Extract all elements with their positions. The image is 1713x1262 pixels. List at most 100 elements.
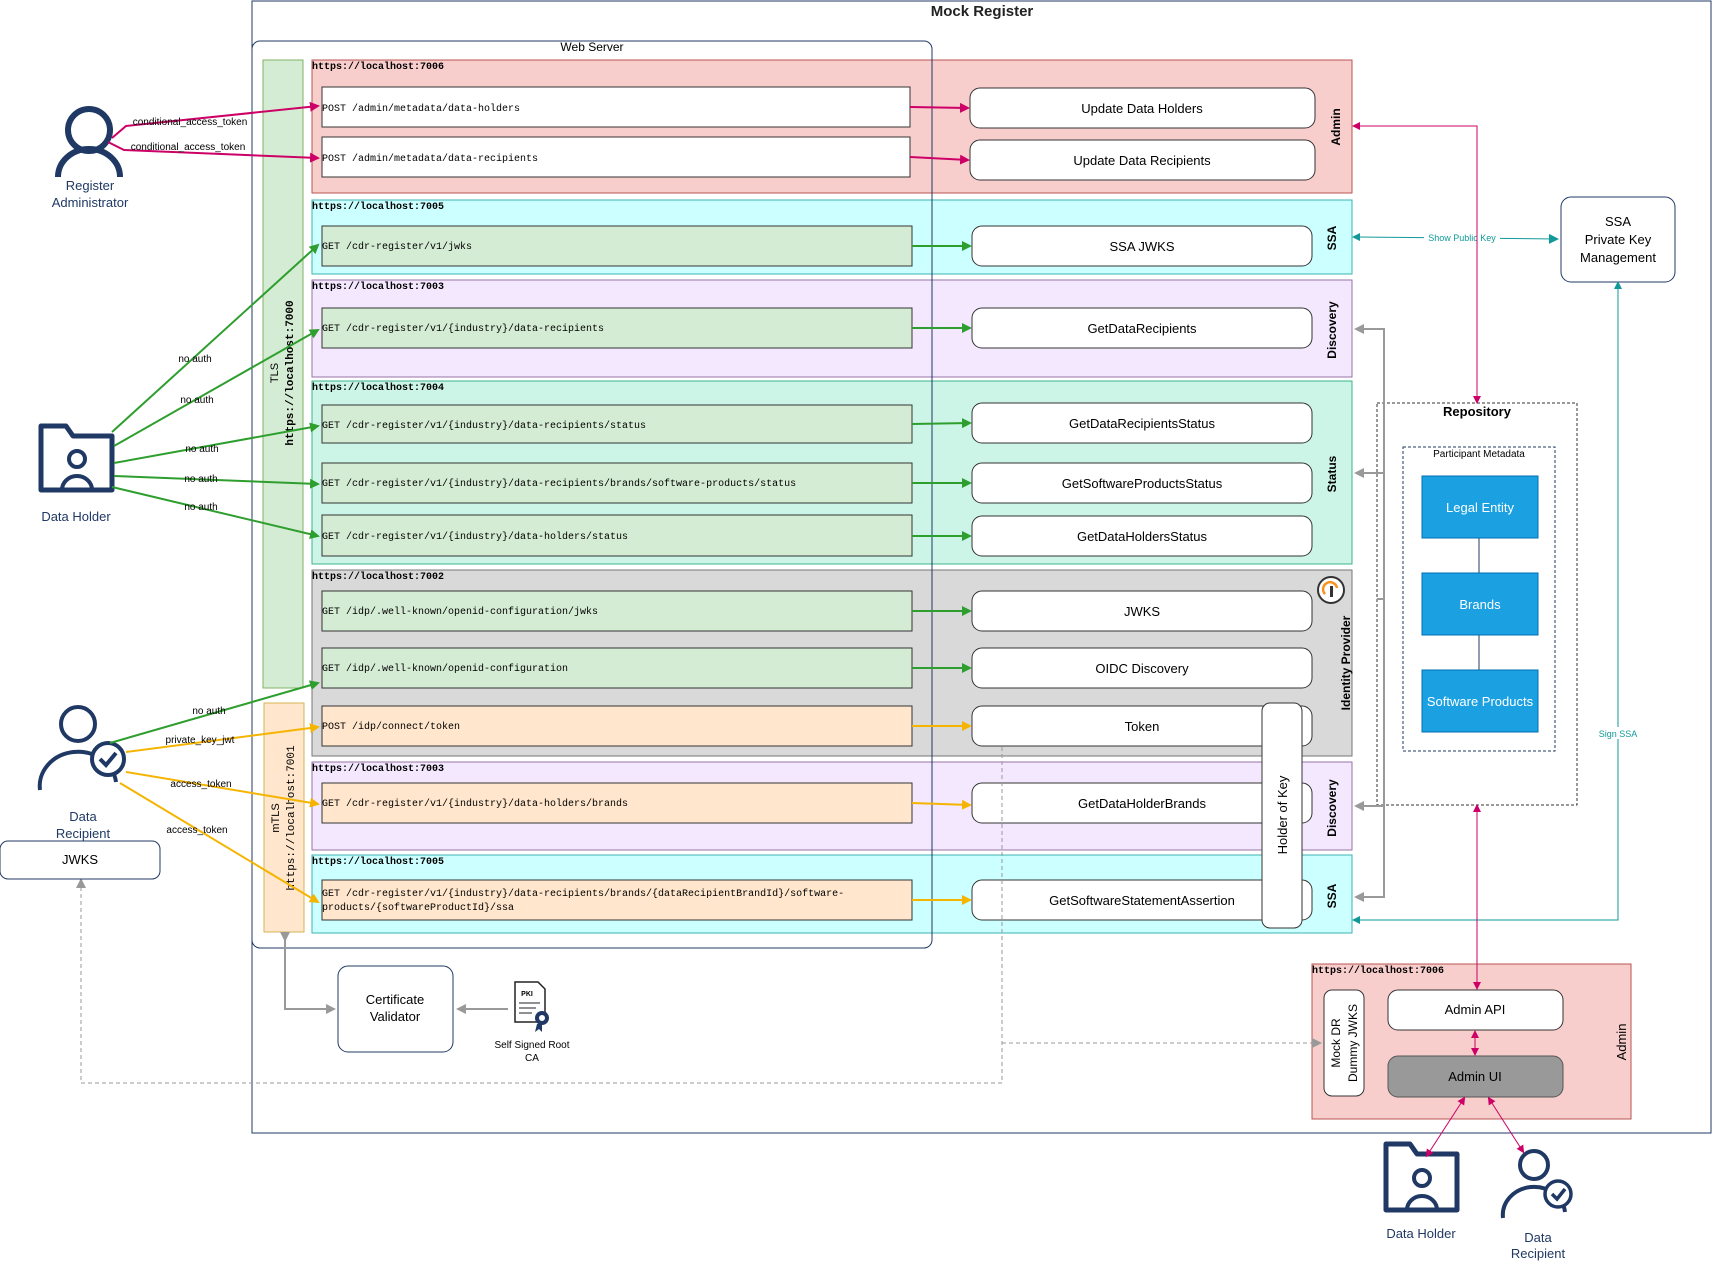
web-server-box: [251, 40, 933, 949]
tls-host: https://localhost:7000: [285, 300, 297, 445]
endpoint-path: GET /idp/.well-known/openid-configuratio…: [322, 606, 598, 618]
repository-title: Repository: [1443, 404, 1512, 419]
endpoint-path: GET /cdr-register/v1/{industry}/data-rec…: [322, 478, 796, 490]
endpoint-path: GET /cdr-register/v1/{industry}/data-rec…: [322, 323, 604, 335]
section-host: https://localhost:7003: [312, 763, 444, 775]
endpoint-path: GET /cdr-register/v1/jwks: [322, 241, 472, 253]
endpoints: POST /admin/metadata/data-holders POST /…: [321, 86, 913, 921]
endpoint-path-continued: products/{softwareProductId}/ssa: [322, 902, 514, 914]
mock-dr-label: Mock DR: [1329, 1018, 1343, 1068]
edge-label-no-auth: no auth: [185, 444, 218, 455]
mock-dr-dummy-jwks[interactable]: Mock DR Dummy JWKS: [1323, 989, 1365, 1097]
data-recipient-line-2: Recipient: [56, 826, 111, 841]
pki-certificate-icon: PKI: [514, 981, 549, 1032]
dummy-jwks-label: Dummy JWKS: [1346, 1004, 1360, 1082]
service-box[interactable]: GetSoftwareStatementAssertion: [971, 879, 1313, 921]
entity-legal-entity[interactable]: Legal Entity: [1421, 475, 1539, 539]
bottom-data-recipient-line-1: Data: [1524, 1230, 1552, 1245]
cert-validator-line-2: Validator: [370, 1009, 421, 1024]
holder-of-key-label: Holder of Key: [1275, 775, 1290, 854]
endpoint-row[interactable]: GET /cdr-register/v1/{industry}/data-rec…: [321, 307, 913, 349]
service-label: GetDataHolderBrands: [1078, 796, 1206, 811]
service-box[interactable]: OIDC Discovery: [971, 647, 1313, 689]
edge-label-at: access_token: [170, 779, 231, 790]
endpoint-path: GET /cdr-register/v1/{industry}/data-rec…: [322, 888, 844, 900]
service-box[interactable]: GetSoftwareProductsStatus: [971, 462, 1313, 504]
endpoint-row[interactable]: POST /idp/connect/token: [321, 705, 913, 747]
data-recipient-line-1: Data: [69, 809, 97, 824]
certificate-validator[interactable]: Certificate Validator: [337, 965, 454, 1053]
section-label-status: Status: [1325, 455, 1339, 492]
data-holder-edges: [111, 243, 320, 540]
endpoint-row[interactable]: GET /idp/.well-known/openid-configuratio…: [321, 647, 913, 689]
edge-label-cat: conditional_access_token: [131, 142, 246, 153]
service-box[interactable]: JWKS: [971, 590, 1313, 632]
register-admin-line-2: Administrator: [52, 195, 129, 210]
entity-software-products[interactable]: Software Products: [1421, 669, 1539, 733]
service-label: Token: [1125, 719, 1160, 734]
service-box[interactable]: GetDataRecipientsStatus: [971, 402, 1313, 444]
entity-label: Brands: [1459, 597, 1501, 612]
endpoint-row[interactable]: GET /cdr-register/v1/{industry}/data-rec…: [321, 462, 913, 504]
service-box[interactable]: GetDataHoldersStatus: [971, 515, 1313, 557]
endpoint-row[interactable]: POST /admin/metadata/data-holders: [321, 86, 911, 128]
admin-block: https://localhost:7006 Admin Admin API A…: [1311, 963, 1632, 1120]
endpoint-path: GET /cdr-register/v1/{industry}/data-hol…: [322, 531, 628, 543]
mtls-host: https://localhost:7001: [286, 745, 298, 891]
tls-bar: [262, 59, 304, 689]
entity-brands[interactable]: Brands: [1421, 572, 1539, 636]
bottom-data-recipient-icon: [1500, 1149, 1573, 1219]
service-box[interactable]: Token: [971, 705, 1313, 747]
section-host: https://localhost:7004: [312, 382, 444, 394]
data-recipient-icon: [37, 705, 126, 791]
admin-repository-link: [1352, 122, 1481, 404]
service-label: GetDataRecipientsStatus: [1069, 416, 1215, 431]
ssa-key-line-1: SSA: [1605, 214, 1631, 229]
sign-ssa-label: Sign SSA: [1599, 729, 1638, 739]
service-label: GetDataRecipients: [1087, 321, 1197, 336]
endpoint-row[interactable]: GET /cdr-register/v1/jwks: [321, 225, 913, 267]
adminui-holder-link: [1425, 1096, 1466, 1158]
register-administrator-icon: [55, 106, 123, 178]
jwks-box[interactable]: JWKS: [0, 840, 161, 880]
register-admin-line-1: Register: [66, 178, 115, 193]
show-public-key-label: Show Public Key: [1428, 233, 1496, 243]
endpoint-row[interactable]: GET /cdr-register/v1/{industry}/data-rec…: [321, 404, 913, 444]
endpoint-row[interactable]: POST /admin/metadata/data-recipients: [321, 136, 911, 178]
web-server-label: Web Server: [560, 40, 623, 54]
service-label: Update Data Holders: [1081, 101, 1203, 116]
endpoint-path: POST /admin/metadata/data-recipients: [322, 153, 538, 165]
edge-label-at: access_token: [166, 825, 227, 836]
cert-validator-line-1: Certificate: [366, 992, 425, 1007]
admin-api-box[interactable]: Admin API: [1387, 989, 1564, 1031]
service-box[interactable]: Update Data Holders: [969, 87, 1316, 129]
data-holder-icon: [38, 423, 115, 493]
service-box[interactable]: GetDataHolderBrands: [971, 782, 1313, 824]
endpoint-row[interactable]: GET /cdr-register/v1/{industry}/data-hol…: [321, 782, 913, 824]
section-host: https://localhost:7006: [312, 61, 444, 73]
endpoint-row[interactable]: GET /cdr-register/v1/{industry}/data-hol…: [321, 514, 913, 557]
tls-label: TLS: [269, 363, 281, 383]
label-bg: [1596, 727, 1640, 739]
section-host: https://localhost:7002: [312, 571, 444, 583]
endpoint-path: POST /idp/connect/token: [322, 721, 460, 733]
endpoint-row[interactable]: GET /cdr-register/v1/{industry}/data-rec…: [321, 879, 913, 921]
holder-of-key: Holder of Key: [1261, 702, 1303, 929]
services: Update Data Holders Update Data Recipien…: [969, 87, 1316, 921]
endpoint-row[interactable]: GET /idp/.well-known/openid-configuratio…: [321, 590, 913, 632]
admin-block-label: Admin: [1614, 1024, 1629, 1061]
admin-ui-box[interactable]: Admin UI: [1387, 1055, 1564, 1098]
ssa-private-key-management[interactable]: SSA Private Key Management: [1560, 196, 1676, 283]
section-label-admin: Admin: [1329, 108, 1343, 145]
section-label-idp: Identity Provider: [1339, 615, 1353, 710]
endpoint-service-arrows: [909, 102, 972, 905]
service-box[interactable]: SSA JWKS: [971, 225, 1313, 267]
edge-label-cat: conditional_access_token: [133, 117, 248, 128]
section-host: https://localhost:7005: [312, 856, 444, 868]
service-box[interactable]: Update Data Recipients: [969, 139, 1316, 181]
mock-register-title: Mock Register: [931, 3, 1034, 20]
service-label: GetSoftwareStatementAssertion: [1049, 893, 1235, 908]
service-label: GetSoftwareProductsStatus: [1062, 476, 1223, 491]
service-box[interactable]: GetDataRecipients: [971, 307, 1313, 349]
